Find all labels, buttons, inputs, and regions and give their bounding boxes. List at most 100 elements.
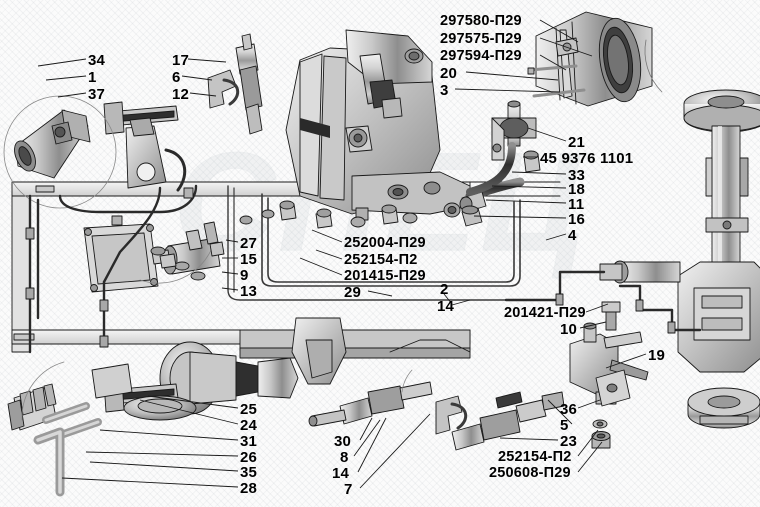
callout-24: 24 (240, 417, 258, 434)
callout-252154-п2: 252154-П2 (498, 449, 572, 465)
callout-297580-п29: 297580-П29 (440, 13, 522, 29)
leader-line (547, 399, 573, 425)
callout-29: 29 (344, 284, 362, 301)
clip-part-center (435, 395, 468, 435)
callout-30: 30 (334, 433, 352, 450)
callout-35: 35 (240, 464, 258, 481)
sensor-part-left (308, 369, 433, 427)
callout-201415-п29: 201415-П29 (344, 268, 426, 284)
leader-line (45, 75, 87, 81)
leader-line (367, 290, 393, 297)
leader-line (181, 75, 213, 81)
brake-pipe-loop (227, 185, 521, 301)
leader-line (605, 353, 647, 369)
pedal-lever-assembly (103, 101, 187, 192)
leader-line (491, 185, 567, 189)
leader-line (545, 233, 567, 241)
callout-17: 17 (172, 52, 190, 69)
leader-line (189, 92, 217, 97)
callout-28: 28 (240, 480, 258, 497)
callout-36: 36 (560, 401, 578, 418)
lower-pedal-bracket (91, 363, 197, 421)
callout-27: 27 (240, 235, 258, 252)
leader-line (577, 399, 601, 409)
callout-252154-п2: 252154-П2 (344, 252, 418, 268)
callout-26: 26 (240, 449, 258, 466)
rear-axle-assembly (599, 89, 760, 429)
hose-clamp-assembly (527, 11, 663, 107)
leader-line (221, 271, 239, 275)
callout-34: 34 (88, 52, 106, 69)
leader-line (359, 413, 431, 489)
connector-block-group (7, 361, 102, 497)
callout-8: 8 (340, 449, 349, 466)
callout-13: 13 (240, 283, 258, 300)
leader-line (61, 477, 239, 488)
leader-line (187, 58, 227, 63)
callout-2: 2 (440, 281, 449, 298)
callout-10: 10 (560, 321, 578, 338)
leader-line (539, 54, 567, 71)
callout-9: 9 (240, 267, 249, 284)
leader-line (57, 92, 87, 98)
leader-line (99, 429, 239, 441)
leader-line (139, 399, 239, 425)
glow-plug-topleft (235, 33, 263, 135)
callout-37: 37 (88, 86, 106, 103)
callout-19: 19 (648, 347, 666, 364)
callout-45-9376-1101: 45 9376 1101 (540, 150, 634, 167)
callout-201421-п29: 201421-П29 (504, 305, 586, 321)
callout-11: 11 (568, 196, 585, 213)
leader-line (357, 417, 387, 473)
callout-3: 3 (440, 82, 449, 99)
leader-line (454, 88, 561, 93)
leader-line (37, 58, 87, 67)
callout-15: 15 (240, 251, 258, 268)
leader-line (499, 437, 559, 441)
callout-18: 18 (568, 181, 586, 198)
leader-line (353, 419, 381, 457)
callout-25: 25 (240, 401, 258, 418)
leader-line (579, 321, 607, 329)
valve-detail-inset (3, 95, 117, 209)
callout-7: 7 (344, 481, 353, 498)
callout-12: 12 (172, 86, 190, 103)
callout-31: 31 (240, 433, 258, 450)
callout-16: 16 (568, 211, 586, 228)
leader-line (147, 395, 239, 409)
leader-line (539, 37, 593, 57)
leader-line (85, 451, 239, 457)
callout-6: 6 (172, 69, 181, 86)
leader-line (539, 19, 579, 43)
leader-line (511, 171, 567, 175)
leader-line (315, 249, 343, 260)
leader-line (225, 239, 239, 243)
callout-297594-п29: 297594-П29 (440, 48, 522, 64)
tubing-clips (25, 187, 194, 348)
line-clips (555, 293, 676, 334)
leader-line (221, 287, 239, 291)
leader-line (473, 215, 567, 219)
leader-line (443, 293, 453, 305)
callout-297575-п29: 297575-П29 (440, 31, 522, 47)
sensor-part-right (451, 391, 565, 451)
leader-line (485, 199, 567, 204)
leader-line (527, 127, 567, 142)
small-hardware (159, 209, 275, 281)
callout-1: 1 (88, 69, 97, 86)
callout-23: 23 (560, 433, 578, 450)
callout-14: 14 (437, 298, 455, 315)
air-line-bracket (466, 100, 541, 196)
leader-line (577, 441, 603, 473)
leader-line (451, 299, 471, 306)
callout-252004-п29: 252004-П29 (344, 235, 426, 251)
callout-250608-п29: 250608-П29 (489, 465, 571, 481)
leader-line (465, 71, 559, 81)
callout-14: 14 (332, 465, 350, 482)
leader-line (299, 257, 343, 276)
callout-21: 21 (568, 134, 586, 151)
leader-line (311, 229, 343, 243)
leader-line (585, 303, 609, 313)
air-compressor (279, 29, 471, 229)
